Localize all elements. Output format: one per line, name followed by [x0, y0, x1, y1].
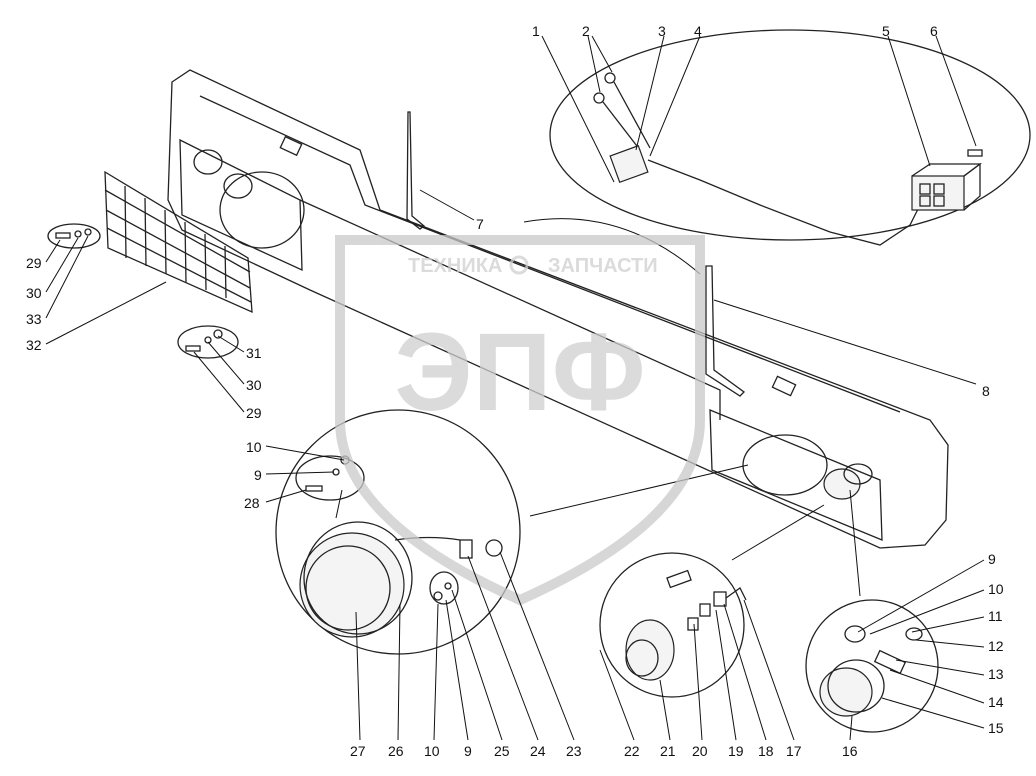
watermark: ТЕХНИКА ЗАПЧАСТИ ЭПФ: [335, 235, 705, 606]
callout-16: 16: [842, 743, 858, 759]
watermark-logo: ЭПФ: [394, 311, 645, 434]
callout-28: 28: [244, 495, 260, 511]
callout-31: 31: [246, 345, 262, 361]
callout-33: 33: [26, 311, 42, 327]
bracket-8: [705, 265, 745, 397]
callout-32: 32: [26, 337, 42, 353]
callout-17: 17: [786, 743, 802, 759]
grille-32: [104, 170, 253, 314]
bracket-7: [406, 111, 426, 230]
callout-11: 11: [988, 608, 1003, 624]
callout-10-left: 10: [246, 439, 262, 455]
watermark-brand-left: ТЕХНИКА: [408, 255, 502, 277]
callout-30-top: 30: [26, 285, 42, 301]
callout-2: 2: [582, 23, 590, 39]
callout-7: 7: [476, 216, 484, 232]
headlamp-inset: [275, 409, 521, 655]
callout-26: 26: [388, 743, 404, 759]
callout-18: 18: [758, 743, 774, 759]
bumper: [167, 69, 949, 549]
fog-lamp-inset: [805, 599, 939, 733]
callout-5: 5: [882, 23, 890, 39]
gear-icon: [509, 255, 529, 275]
callout-20: 20: [692, 743, 708, 759]
callout-19: 19: [728, 743, 744, 759]
callout-9-left: 9: [254, 467, 262, 483]
callout-29-top: 29: [26, 255, 42, 271]
callout-9-bottom: 9: [464, 743, 472, 759]
callout-6: 6: [930, 23, 938, 39]
callout-24: 24: [530, 743, 546, 759]
watermark-brand-right: ЗАПЧАСТИ: [548, 255, 658, 277]
callout-15: 15: [988, 720, 1004, 736]
callout-labels: 1 2 3 4 5 6 7 8 9 10 11 12 13 14 15 16 1…: [26, 23, 1004, 759]
callout-14: 14: [988, 694, 1004, 710]
callout-1: 1: [532, 23, 540, 39]
fastener-set-29-30-33: [47, 223, 101, 249]
callout-8: 8: [982, 383, 990, 399]
fastener-set-29-30-31: [177, 325, 239, 359]
callout-13: 13: [988, 666, 1004, 682]
callout-22: 22: [624, 743, 640, 759]
wiring-detail-inset: [549, 29, 1031, 246]
callout-21: 21: [660, 743, 676, 759]
callout-10-bottom: 10: [424, 743, 440, 759]
callout-9-right: 9: [988, 551, 996, 567]
leader-lines: [45, 35, 985, 741]
bulb-inset: [599, 552, 747, 698]
callout-10-right: 10: [988, 581, 1004, 597]
callout-23: 23: [566, 743, 582, 759]
callout-27: 27: [350, 743, 366, 759]
callout-30-bottom: 30: [246, 377, 262, 393]
callout-3: 3: [658, 23, 666, 39]
assembly-arrows: [335, 218, 861, 597]
callout-29-bottom: 29: [246, 405, 262, 421]
callout-25: 25: [494, 743, 510, 759]
callout-4: 4: [694, 23, 702, 39]
callout-12: 12: [988, 638, 1004, 654]
